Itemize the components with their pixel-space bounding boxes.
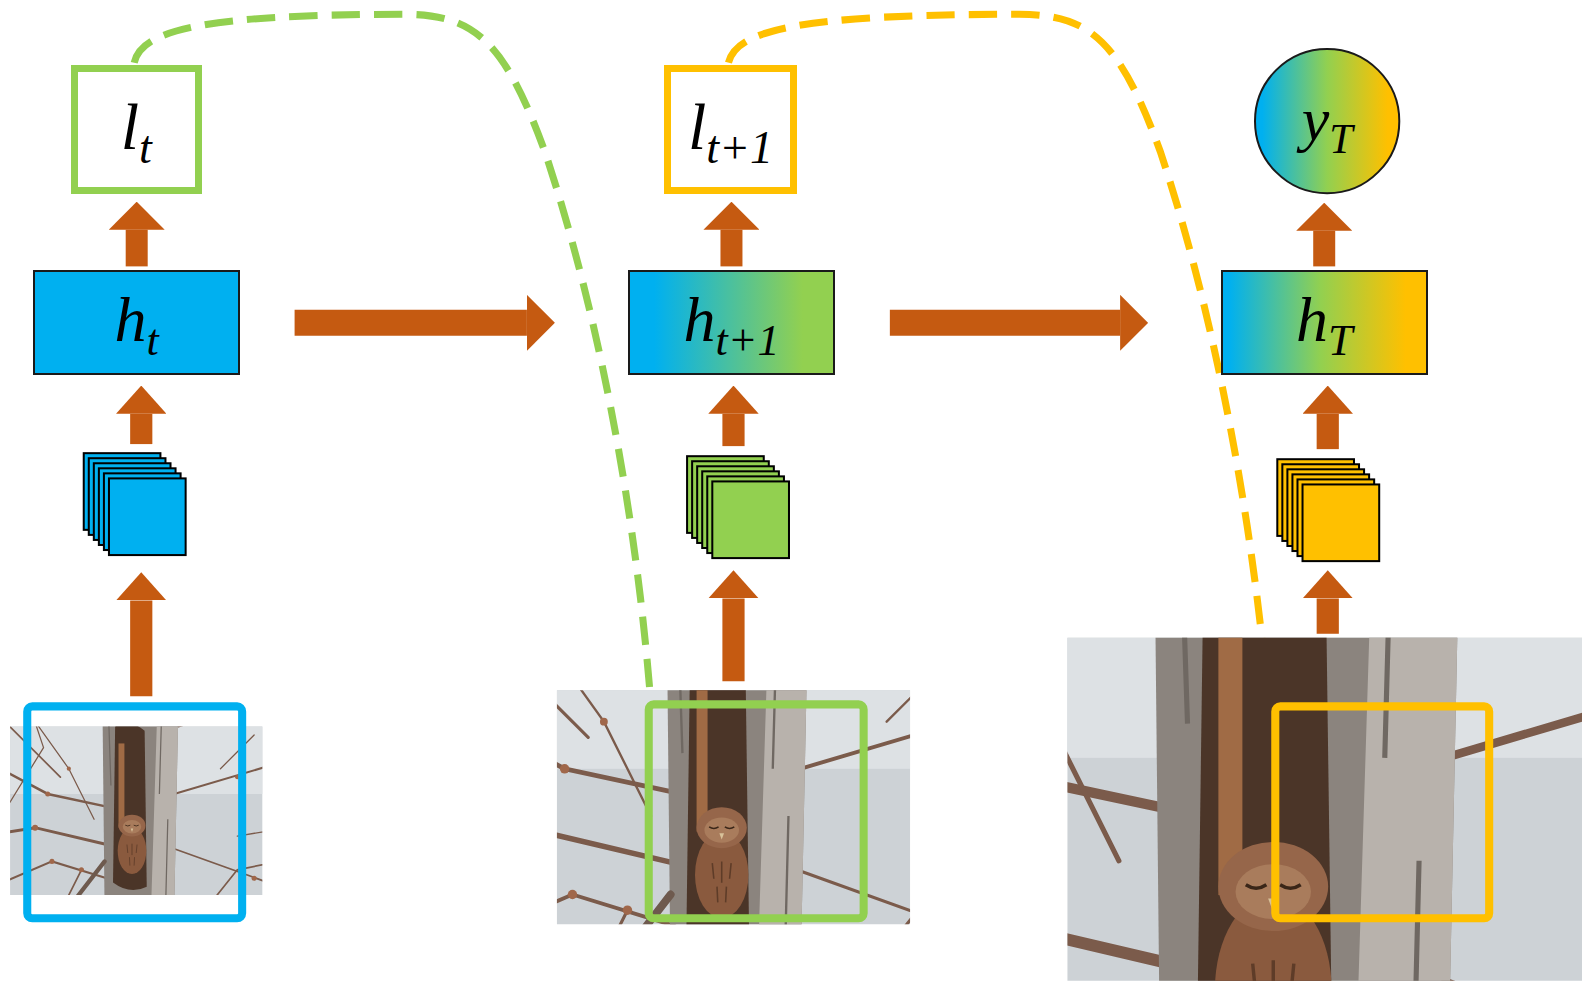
math-label: ht: [115, 288, 159, 357]
variable-symbol: h: [684, 284, 716, 355]
feature-map: [1303, 484, 1380, 561]
glimpse-box: [1275, 706, 1489, 918]
math-label: hT: [1296, 288, 1352, 357]
math-label: yT: [1302, 88, 1353, 155]
flow-arrow: [1317, 414, 1339, 449]
variable-subscript: t+1: [706, 122, 773, 173]
flow-arrows: [141, 414, 1328, 696]
variable-symbol: y: [1302, 85, 1330, 153]
location-box: lt: [71, 65, 202, 194]
variable-symbol: h: [1296, 284, 1328, 355]
feature-maps: [1277, 459, 1379, 561]
flow-arrow: [890, 310, 1120, 336]
variable-subscript: t+1: [716, 316, 780, 365]
math-label: ht+1: [684, 288, 780, 357]
variable-subscript: T: [1329, 116, 1352, 162]
feature-map: [109, 478, 186, 555]
flow-arrow: [722, 414, 744, 446]
flow-arrow: [722, 598, 744, 681]
variable-subscript: T: [1328, 316, 1352, 365]
flow-arrow: [126, 230, 148, 267]
flow-arrow: [720, 230, 742, 267]
variable-symbol: l: [688, 90, 706, 163]
hidden-state-box: ht+1: [628, 270, 836, 375]
owl-photo: [673, 415, 1582, 981]
feature-maps: [84, 453, 186, 555]
variable-subscript: t: [147, 316, 159, 365]
feature-map: [712, 481, 789, 558]
feature-maps: [687, 456, 789, 558]
output-circle-shape: [1255, 49, 1399, 193]
flow-arrow: [130, 600, 152, 696]
math-label: lt+1: [688, 94, 773, 165]
flow-arrow: [295, 310, 527, 336]
glimpse-box: [27, 706, 242, 918]
location-box: lt+1: [664, 65, 797, 194]
variable-subscript: t: [139, 122, 152, 173]
flow-arrow: [1317, 598, 1339, 633]
output-circle: yT: [1254, 48, 1400, 194]
hidden-state-box: ht: [33, 270, 240, 375]
math-label: lt: [121, 94, 152, 165]
glimpse-box: [649, 704, 864, 918]
glimpse-arrow: [134, 14, 656, 782]
flow-arrow: [1313, 231, 1335, 267]
variable-symbol: h: [115, 284, 147, 355]
flow-arrow: [130, 414, 152, 444]
variable-symbol: l: [121, 90, 139, 163]
hidden-state-box: hT: [1221, 270, 1428, 375]
input-image: [673, 415, 1582, 981]
